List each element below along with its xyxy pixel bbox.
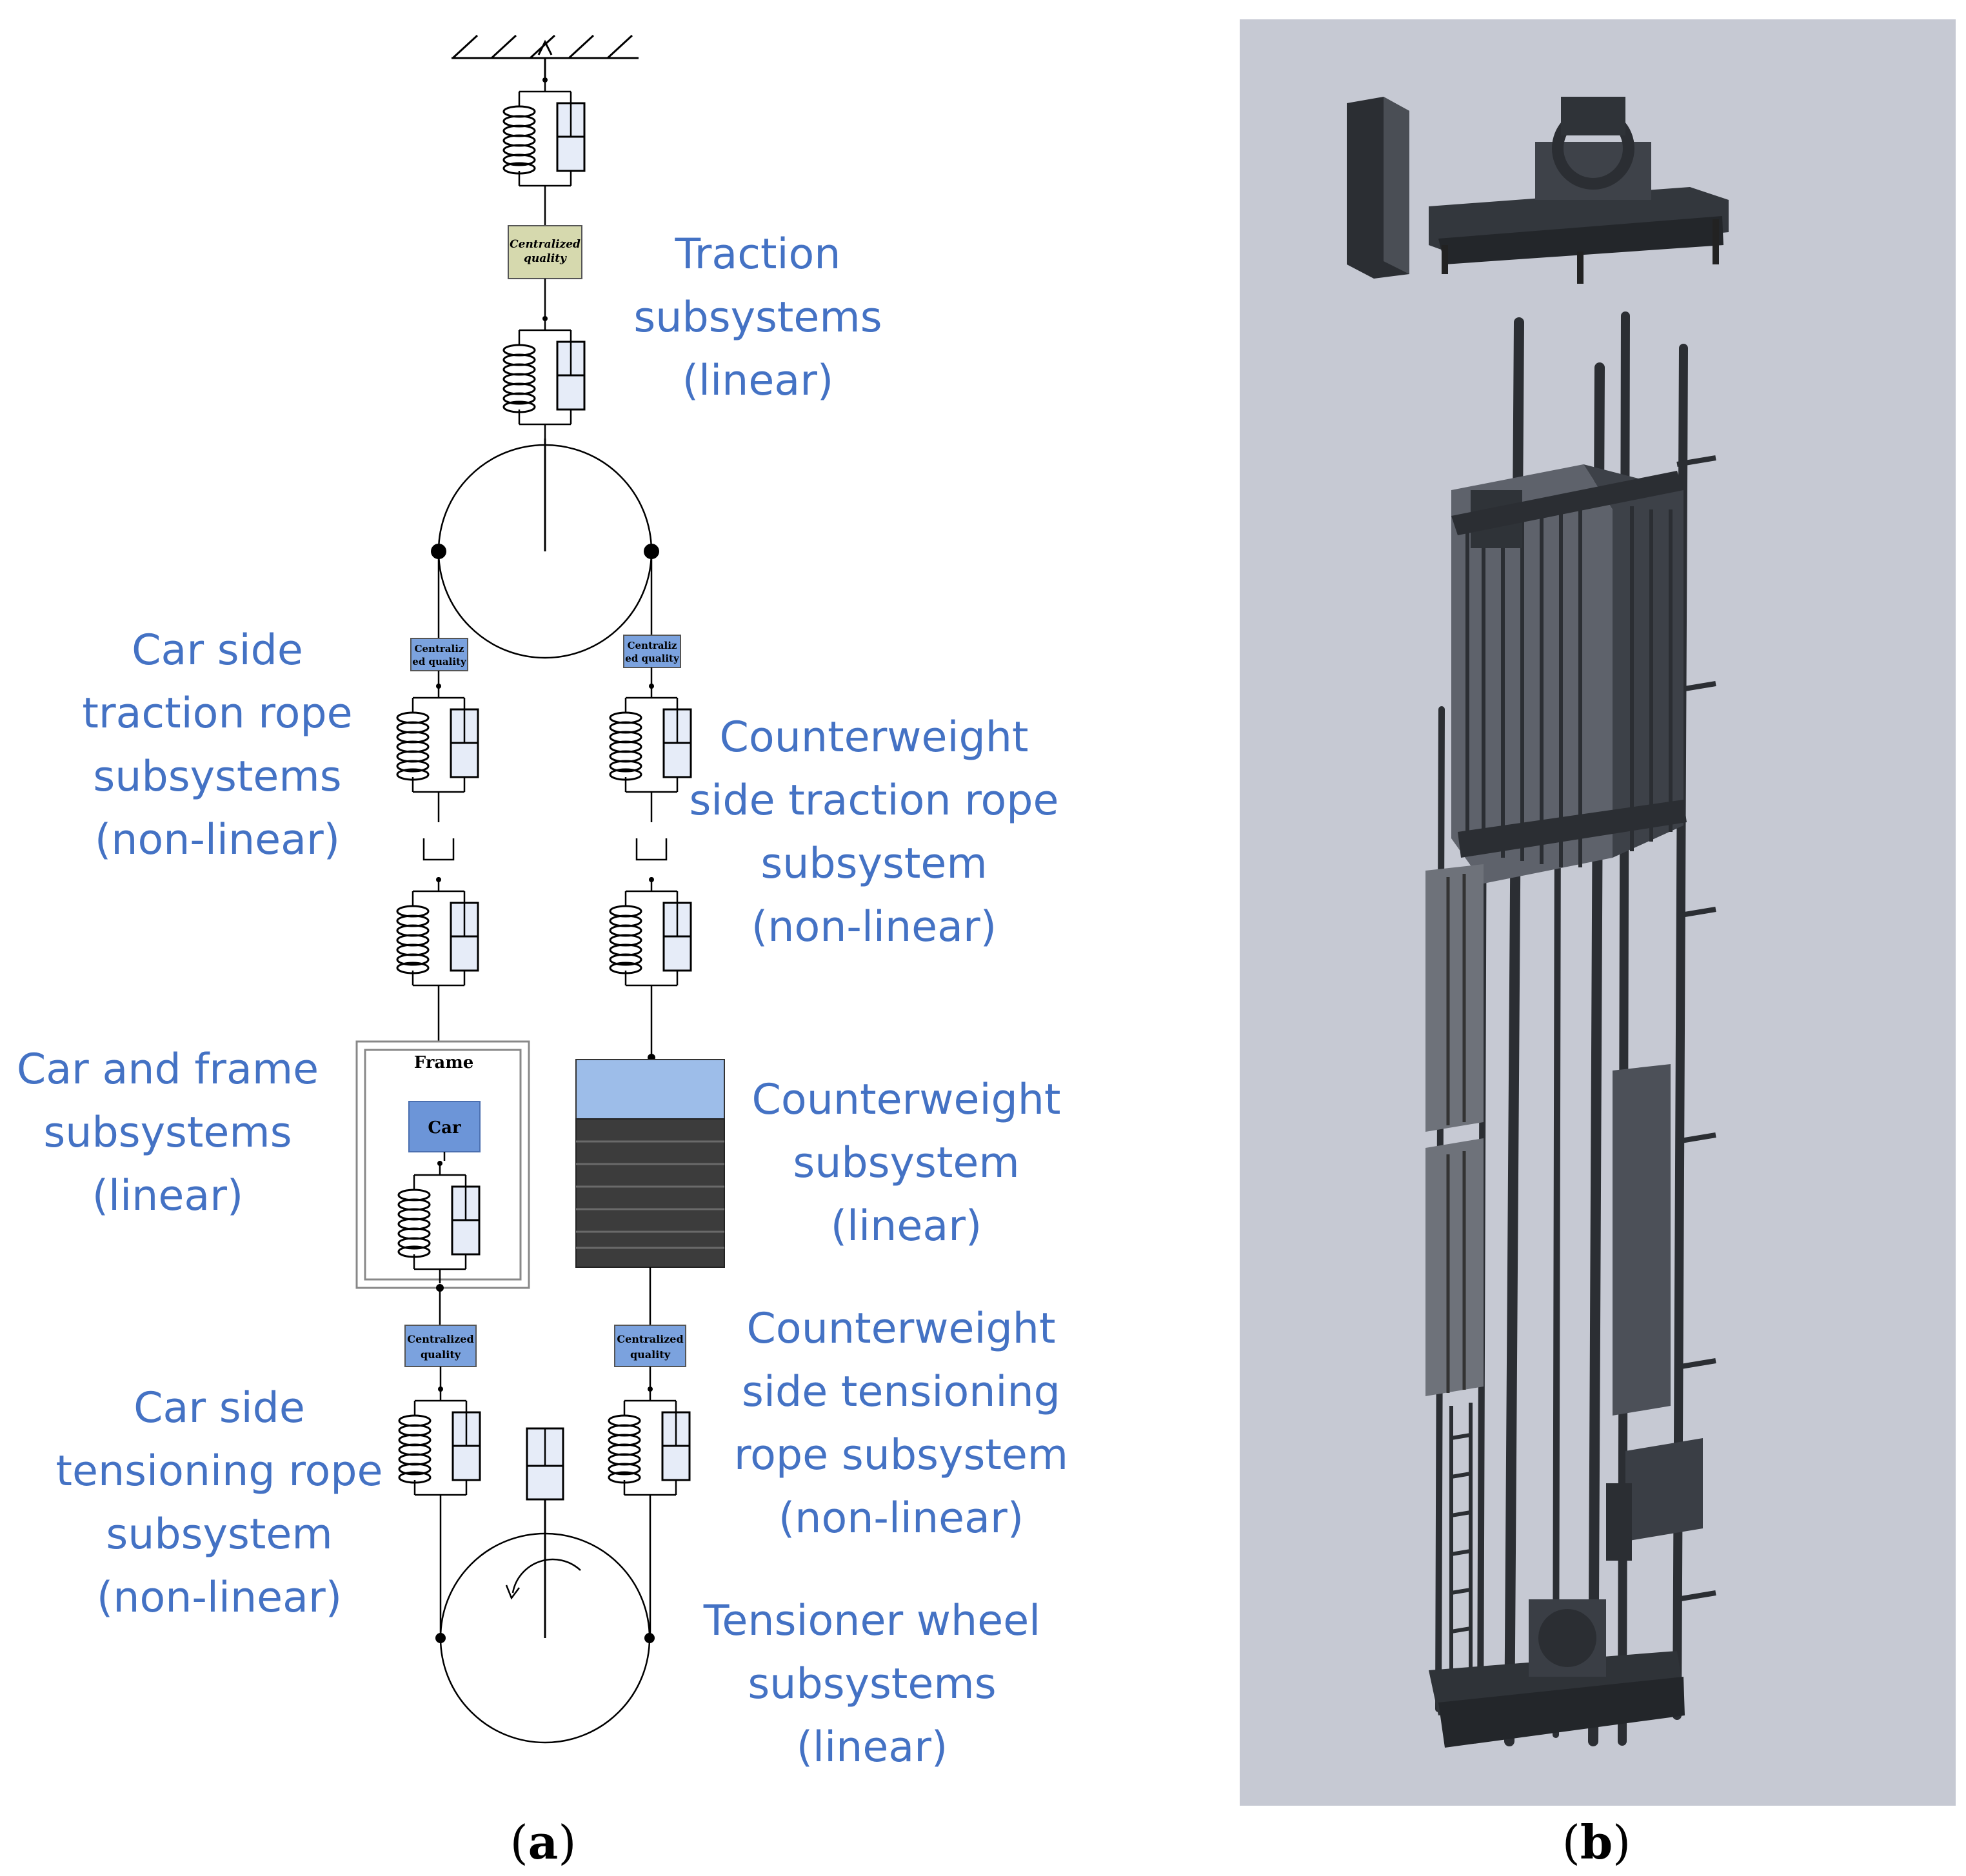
label-cwstn-l4: (non-linear) bbox=[779, 1494, 1024, 1543]
label-cw-side-traction: Counterweight side traction rope subsyst… bbox=[689, 713, 1058, 951]
label-car-frame: Car and frame subsystems (linear) bbox=[17, 1045, 319, 1220]
mass-top-line1: Centralized bbox=[510, 238, 581, 251]
counterweight-frame bbox=[1606, 1438, 1703, 1561]
mass-cw-lower-line1: Centralized bbox=[617, 1333, 683, 1345]
mass-car-upper-line2: ed quality bbox=[412, 656, 467, 667]
traction-centralized-mass: Centralized quality bbox=[508, 225, 582, 279]
traction-lower-spring-damper bbox=[502, 315, 586, 440]
mass-car-upper-line1: Centraliz bbox=[415, 643, 464, 655]
label-cstn-l4: (non-linear) bbox=[97, 1574, 342, 1622]
control-cabinet bbox=[1347, 97, 1409, 279]
mass-top-line2: quality bbox=[524, 252, 567, 265]
label-cwst-l2: side traction rope bbox=[689, 776, 1058, 825]
label-cst-l2: traction rope bbox=[82, 689, 352, 738]
label-cw-l3: (linear) bbox=[831, 1202, 982, 1250]
tensioner-wheel bbox=[435, 1532, 655, 1744]
car-lower-centralized-mass: Centralized quality bbox=[404, 1325, 477, 1367]
label-cstn-l2: tensioning rope bbox=[55, 1447, 382, 1496]
cw-side-ellipsis-gap bbox=[635, 838, 668, 861]
caption-a: (a) bbox=[510, 1815, 577, 1870]
mass-car-lower-line1: Centralized bbox=[407, 1333, 473, 1345]
label-cst-l4: (non-linear) bbox=[95, 816, 340, 864]
label-cf-l3: (linear) bbox=[92, 1172, 244, 1220]
car-upper-centralized-mass: Centraliz ed quality bbox=[410, 638, 468, 671]
label-cwstn-l3: rope subsystem bbox=[734, 1431, 1068, 1479]
label-cw-l2: subsystem bbox=[793, 1139, 1019, 1187]
label-tw-l1: Tensioner wheel bbox=[703, 1597, 1041, 1645]
label-tw-l2: subsystems bbox=[748, 1660, 996, 1708]
cw-side-traction-spring-damper-2 bbox=[609, 876, 692, 1001]
label-cwst-l3: subsystem bbox=[760, 840, 987, 888]
label-car-side-traction: Car side traction rope subsystems (non-l… bbox=[82, 626, 352, 864]
mass-cw-upper-line1: Centraliz bbox=[628, 640, 677, 651]
cw-side-traction-spring-damper-1 bbox=[609, 682, 692, 807]
label-counterweight: Counterweight subsystem (linear) bbox=[752, 1076, 1061, 1250]
panel-a-schematic: Centralized quality Centraliz ed quality bbox=[355, 34, 725, 1744]
landing-doors bbox=[1425, 864, 1671, 1416]
label-cstn-l1: Car side bbox=[134, 1384, 305, 1432]
rail-brackets bbox=[1676, 455, 1716, 1602]
frame-label: Frame bbox=[414, 1053, 474, 1072]
car-side-ellipsis-gap bbox=[422, 838, 455, 861]
pit-frame bbox=[1429, 1599, 1685, 1748]
pit-ladder bbox=[1449, 1403, 1473, 1690]
label-cf-l2: subsystems bbox=[43, 1109, 292, 1157]
cw-upper-centralized-mass: Centraliz ed quality bbox=[623, 635, 681, 668]
label-cf-l1: Car and frame bbox=[17, 1045, 319, 1094]
mass-cw-upper-line2: ed quality bbox=[625, 653, 680, 664]
car-label: Car bbox=[428, 1118, 461, 1138]
panel-b-elevator-render bbox=[1240, 19, 1956, 1806]
car-side-traction-spring-damper-2 bbox=[396, 876, 479, 1001]
car-side-tensioning-spring-damper bbox=[398, 1385, 481, 1510]
label-traction-l2: subsystems bbox=[633, 293, 882, 342]
counterweight-block bbox=[575, 1059, 725, 1268]
label-tw-l3: (linear) bbox=[797, 1723, 948, 1772]
rotation-arrow-icon bbox=[511, 1558, 581, 1594]
traction-machine bbox=[1429, 97, 1729, 284]
label-cw-side-tensioning: Counterweight side tensioning rope subsy… bbox=[734, 1305, 1068, 1543]
label-cst-l3: subsystems bbox=[93, 753, 341, 801]
label-car-side-tensioning: Car side tensioning rope subsystem (non-… bbox=[55, 1384, 382, 1622]
label-cw-l1: Counterweight bbox=[752, 1076, 1061, 1124]
traction-upper-spring-damper bbox=[502, 76, 586, 201]
mass-car-lower-line2: quality bbox=[421, 1348, 461, 1361]
label-traction: Traction subsystems (linear) bbox=[633, 230, 882, 405]
label-cwst-l1: Counterweight bbox=[720, 713, 1029, 762]
label-tensioner-wheel: Tensioner wheel subsystems (linear) bbox=[703, 1597, 1041, 1772]
label-cst-l1: Car side bbox=[132, 626, 303, 675]
label-cwstn-l1: Counterweight bbox=[747, 1305, 1056, 1353]
car-frame-box: Frame Car bbox=[355, 1040, 530, 1289]
caption-b: (b) bbox=[1562, 1815, 1631, 1870]
car-side-traction-spring-damper-1 bbox=[396, 682, 479, 807]
ceiling-support bbox=[452, 34, 639, 77]
cw-side-tensioning-spring-damper bbox=[608, 1385, 691, 1510]
label-traction-l3: (linear) bbox=[682, 357, 834, 405]
elevator-car bbox=[1451, 464, 1687, 884]
cw-lower-centralized-mass: Centralized quality bbox=[614, 1325, 686, 1367]
tensioner-damper bbox=[526, 1427, 564, 1638]
label-cwst-l4: (non-linear) bbox=[751, 903, 997, 951]
label-cstn-l3: subsystem bbox=[106, 1510, 332, 1559]
label-traction-l1: Traction bbox=[675, 230, 841, 279]
label-cwstn-l2: side tensioning bbox=[742, 1368, 1060, 1416]
mass-cw-lower-line2: quality bbox=[630, 1348, 671, 1361]
